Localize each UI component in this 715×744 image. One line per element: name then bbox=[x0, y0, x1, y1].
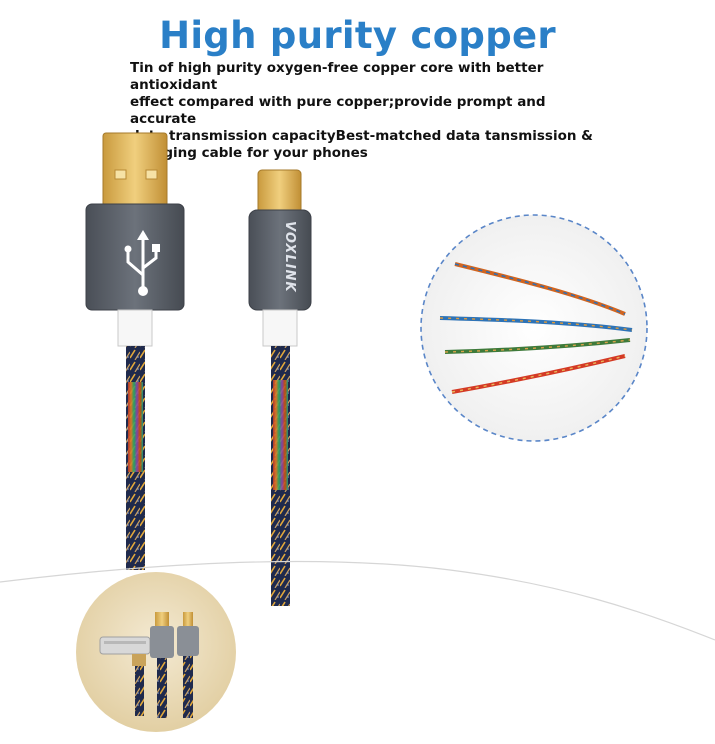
usb-c-cable: VOXLINK bbox=[248, 169, 312, 606]
brand-label: VOXLINK bbox=[282, 221, 297, 293]
product-description: Tin of high purity oxygen-free copper co… bbox=[130, 60, 593, 161]
cable-set-thumbnail bbox=[76, 572, 236, 732]
usb-a-cable bbox=[85, 132, 185, 570]
usb-icon bbox=[124, 230, 160, 296]
page-title: High purity copper bbox=[159, 14, 556, 57]
wire-closeup bbox=[420, 214, 648, 442]
swoosh-divider bbox=[0, 560, 715, 641]
